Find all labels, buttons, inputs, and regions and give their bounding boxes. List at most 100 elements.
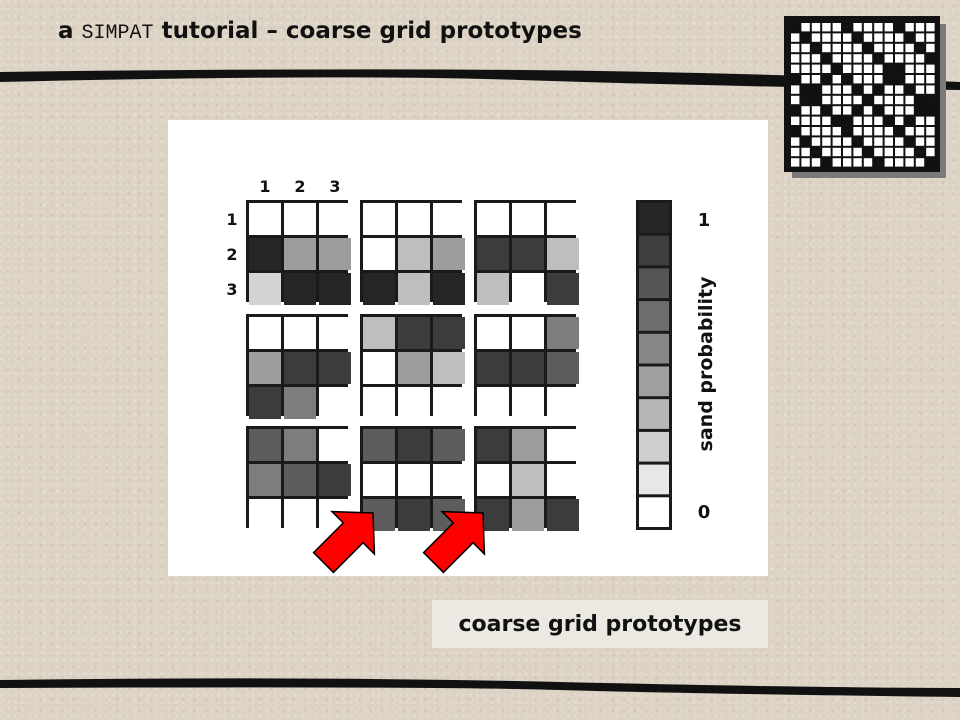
prototype-cell (284, 499, 316, 531)
prototype-cell (433, 317, 465, 349)
logo-cell (822, 116, 831, 125)
logo-cell (832, 75, 841, 84)
title-prefix: a (58, 18, 74, 44)
logo-cell (811, 54, 821, 63)
prototype-cell (284, 238, 316, 270)
prototype-cell (547, 352, 579, 384)
logo-cell (863, 54, 873, 63)
column-label: 1 (259, 177, 270, 196)
logo-cell (863, 64, 873, 73)
logo-cell (905, 54, 914, 63)
prototype-cell (477, 273, 509, 305)
logo-cell (811, 158, 821, 167)
logo-cell (895, 75, 904, 84)
prototype-cell (512, 273, 544, 305)
prototype-cell (319, 273, 351, 305)
prototype-cell (398, 203, 430, 235)
logo-cell (863, 75, 873, 84)
logo-cell (801, 95, 810, 105)
prototype-cell (249, 429, 281, 461)
logo-cell (905, 95, 914, 105)
logo-cell (926, 95, 935, 105)
logo-cell (791, 127, 800, 136)
logo-cell (791, 54, 800, 63)
logo-cell (874, 64, 883, 73)
logo-cell (884, 116, 893, 125)
logo-cell (801, 158, 810, 167)
logo-cell (822, 147, 831, 157)
prototype-cell (249, 203, 281, 235)
prototype-cell (433, 464, 465, 496)
prototype-3 (474, 200, 579, 305)
prototype-cell (284, 203, 316, 235)
logo-cell (884, 64, 893, 73)
logo-cell (905, 127, 914, 136)
logo-cell (874, 54, 883, 63)
logo-cell (853, 116, 862, 125)
logo-cell (895, 95, 904, 105)
logo-cell (801, 116, 810, 125)
logo-cell (843, 158, 852, 167)
prototype-cell (477, 238, 509, 270)
prototype-cell (249, 238, 281, 270)
logo-cell (853, 33, 862, 42)
prototype-cell (547, 238, 579, 270)
logo-cell (843, 54, 852, 63)
logo-cell (915, 147, 925, 157)
logo-cell (791, 95, 800, 105)
prototype-cell (284, 429, 316, 461)
scale-step (639, 333, 669, 364)
logo-cell (884, 33, 893, 42)
logo-cell (905, 64, 914, 73)
logo-cell (915, 106, 925, 115)
logo-cell (926, 158, 935, 167)
logo-cell (843, 64, 852, 73)
scale-step (639, 431, 669, 462)
logo-cell (822, 75, 831, 84)
logo-cell (884, 75, 893, 84)
prototype-cell (477, 387, 509, 419)
logo-cell (843, 147, 852, 157)
column-label: 2 (294, 177, 305, 196)
logo-cell (811, 106, 821, 115)
logo-cell (853, 127, 862, 136)
logo-cell (801, 127, 810, 136)
logo-cell (791, 23, 800, 32)
logo-cell (926, 137, 935, 146)
scale-step (639, 203, 669, 233)
logo-cell (843, 43, 852, 53)
logo-cell (811, 64, 821, 73)
logo-cell (843, 137, 852, 146)
logo-cell (801, 75, 810, 84)
logo-cell (905, 158, 914, 167)
logo-cell (822, 106, 831, 115)
prototype-cell (512, 238, 544, 270)
logo-cell (801, 137, 810, 146)
logo-cell (874, 75, 883, 84)
prototype-cell (249, 464, 281, 496)
logo-cell (843, 127, 852, 136)
title-program-name: SIMPAT (81, 22, 154, 45)
prototype-cell (477, 429, 509, 461)
prototype-cell (547, 464, 579, 496)
simpat-logo (784, 16, 946, 178)
logo-cell (822, 33, 831, 42)
logo-cell (874, 127, 883, 136)
logo-cell (926, 64, 935, 73)
logo-cell (884, 127, 893, 136)
logo-cell (905, 116, 914, 125)
logo-cell (884, 158, 893, 167)
logo-cell (853, 137, 862, 146)
logo-cell (863, 85, 873, 94)
logo-cell (791, 147, 800, 157)
logo-cell (791, 85, 800, 94)
prototype-cell (249, 387, 281, 419)
prototype-cell (249, 499, 281, 531)
logo-cell (926, 147, 935, 157)
prototype-cell (398, 238, 430, 270)
logo-cell (863, 106, 873, 115)
prototype-cell (398, 464, 430, 496)
prototype-cell (319, 317, 351, 349)
scale-step (639, 399, 669, 429)
prototype-cell (398, 317, 430, 349)
